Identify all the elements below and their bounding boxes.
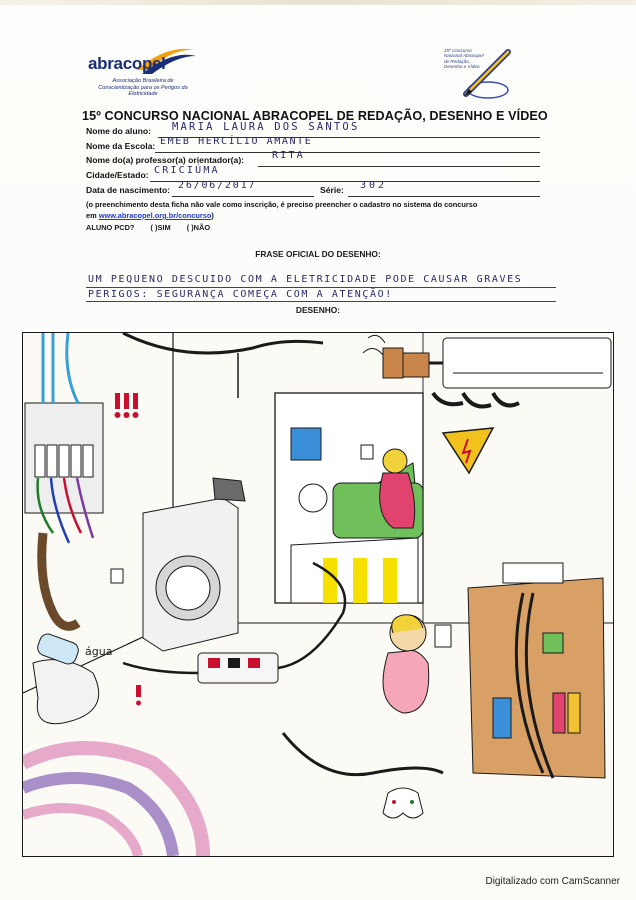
notice-suffix: ) xyxy=(211,211,214,220)
notice-line-2: em www.abracopel.org.br/concurso) xyxy=(86,211,214,220)
drawing-frame: água xyxy=(22,332,614,857)
notice-prefix: em xyxy=(86,211,99,220)
logo-name: abracopel xyxy=(88,54,166,73)
school-name-value: EMEB HERCÍLIO AMANTE xyxy=(160,136,313,147)
teacher-value: RITA xyxy=(272,150,305,161)
teacher-field: Nome do(a) professor(a) orientador(a): xyxy=(86,155,244,165)
grade-value: 302 xyxy=(360,180,388,191)
birthdate-field: Data de nascimento: xyxy=(86,185,170,195)
grade-line xyxy=(348,196,540,197)
grade-field: Série: xyxy=(320,185,344,195)
contest-logo-text: 15º Concurso Nacional Abracopel de Redaç… xyxy=(444,48,484,70)
pcd-label: ALUNO PCD? xyxy=(86,223,135,232)
ceiling-socket-icon xyxy=(362,334,430,378)
contest-logo: 15º Concurso Nacional Abracopel de Redaç… xyxy=(436,42,516,104)
birthdate-line xyxy=(172,196,314,197)
water-label: água xyxy=(85,645,112,658)
game-controller-icon xyxy=(382,787,424,819)
field-label: Nome da Escola: xyxy=(86,141,156,151)
field-label: Série: xyxy=(320,185,344,195)
baby-icon xyxy=(382,614,452,714)
logo-tagline: Associação Brasileira de Conscientização… xyxy=(98,78,188,98)
field-label: Nome do aluno: xyxy=(86,126,151,136)
washing-machine-icon xyxy=(142,477,246,652)
danger-exclamation-icon xyxy=(114,393,139,418)
phrase-title: FRASE OFICIAL DO DESENHO: xyxy=(255,249,381,259)
scanner-watermark: Digitalizado com CamScanner xyxy=(485,876,620,887)
wall-outlet-icon xyxy=(110,568,124,584)
contest-link[interactable]: www.abracopel.org.br/concurso xyxy=(98,211,212,220)
field-label: Cidade/Estado: xyxy=(86,170,149,180)
spilled-water-icon: água xyxy=(32,633,141,725)
student-name-value: MARIA LAURA DOS SANTOS xyxy=(172,121,360,133)
pen-icon xyxy=(463,49,511,99)
notice-line-1: (o preenchimento desta ficha não vale co… xyxy=(86,200,478,209)
power-strip-icon xyxy=(122,561,347,684)
inner-room xyxy=(274,392,424,604)
phrase-line-1: UM PEQUENO DESCUIDO COM A ELETRICIDADE P… xyxy=(88,274,523,285)
shelf-icon xyxy=(467,562,606,779)
breaker-panel-icon xyxy=(24,333,104,631)
phrase-line-2: PERIGOS: SEGURANÇA COMEÇA COM A ATENÇÃO! xyxy=(88,289,393,300)
city-field: Cidade/Estado: xyxy=(86,170,149,180)
pcd-yes-option[interactable]: ( )SIM xyxy=(150,223,171,232)
city-value: CRICIÚMA xyxy=(154,165,220,176)
city-line xyxy=(150,181,540,182)
electric-hazard-drawing: água xyxy=(23,333,613,856)
phrase-underline-2 xyxy=(86,301,556,302)
school-name-line xyxy=(155,152,540,153)
birthdate-value: 26/06/2017 xyxy=(178,180,257,191)
high-voltage-warning-icon xyxy=(441,427,495,475)
pcd-no-option[interactable]: ( )NÃO xyxy=(186,223,211,232)
phrase-underline-1 xyxy=(86,287,556,288)
teacher-line xyxy=(258,166,540,167)
student-name-line xyxy=(158,137,540,138)
round-rug xyxy=(23,741,210,856)
scan-edge xyxy=(0,0,636,5)
wall-outlet-icon xyxy=(360,444,374,460)
drawing-label: DESENHO: xyxy=(295,305,341,315)
school-name-field: Nome da Escola: xyxy=(86,141,155,151)
air-conditioner-icon xyxy=(382,337,612,409)
field-label: Data de nascimento: xyxy=(86,185,171,195)
abracopel-logo: abracopel Associação Brasileira de Consc… xyxy=(84,40,196,110)
student-name-field: Nome do aluno: xyxy=(86,126,151,136)
contest-title: 15º CONCURSO NACIONAL ABRACOPEL DE REDAÇ… xyxy=(82,109,548,123)
field-label: Nome do(a) professor(a) orientador(a): xyxy=(86,155,245,165)
pcd-question: ALUNO PCD? ( )SIM ( )NÃO xyxy=(86,223,224,232)
logo-swoosh-icon xyxy=(136,48,196,74)
